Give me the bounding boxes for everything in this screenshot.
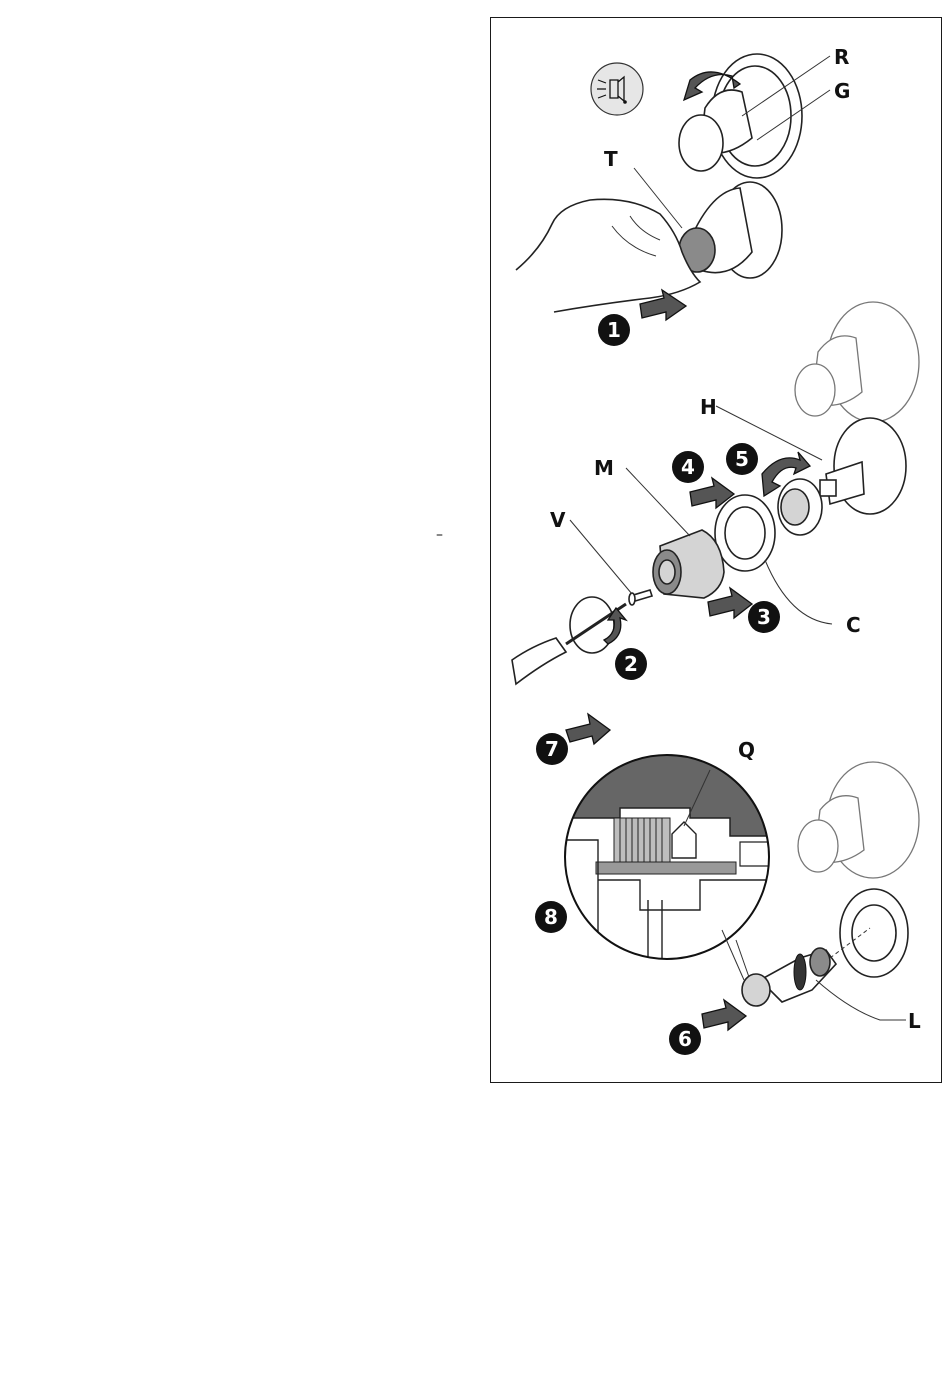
svg-text:4: 4 bbox=[681, 455, 695, 479]
svg-text:3: 3 bbox=[757, 605, 771, 629]
spindle bbox=[820, 480, 836, 496]
svg-text:6: 6 bbox=[678, 1027, 692, 1051]
push-arrow-7 bbox=[566, 714, 610, 744]
hand-removing-cap: T 1 bbox=[516, 147, 782, 346]
pull-arrow-3 bbox=[708, 588, 752, 618]
screwdriver-handle bbox=[512, 638, 566, 684]
label-C: C bbox=[846, 613, 861, 637]
svg-text:5: 5 bbox=[735, 447, 749, 471]
label-Q: Q bbox=[738, 738, 755, 762]
label-M: M bbox=[594, 456, 614, 480]
exploded-parts-middle: H C M V 2 3 4 5 bbox=[512, 302, 919, 684]
label-H: H bbox=[700, 395, 717, 419]
label-R: R bbox=[834, 45, 849, 69]
detail-magnified-view bbox=[560, 750, 780, 970]
label-T: T bbox=[604, 147, 618, 171]
handle-assembly-top: R G bbox=[591, 45, 850, 178]
label-G: G bbox=[834, 79, 850, 103]
label-V: V bbox=[550, 508, 566, 532]
cartridge-section-bottom: 7 Q bbox=[535, 714, 921, 1055]
svg-text:8: 8 bbox=[544, 905, 558, 929]
svg-text:2: 2 bbox=[624, 652, 638, 676]
svg-text:1: 1 bbox=[607, 318, 621, 342]
pull-arrow-6 bbox=[702, 1000, 746, 1030]
label-L: L bbox=[908, 1009, 921, 1033]
rotate-arrow-2 bbox=[604, 608, 626, 644]
svg-text:7: 7 bbox=[545, 737, 559, 761]
